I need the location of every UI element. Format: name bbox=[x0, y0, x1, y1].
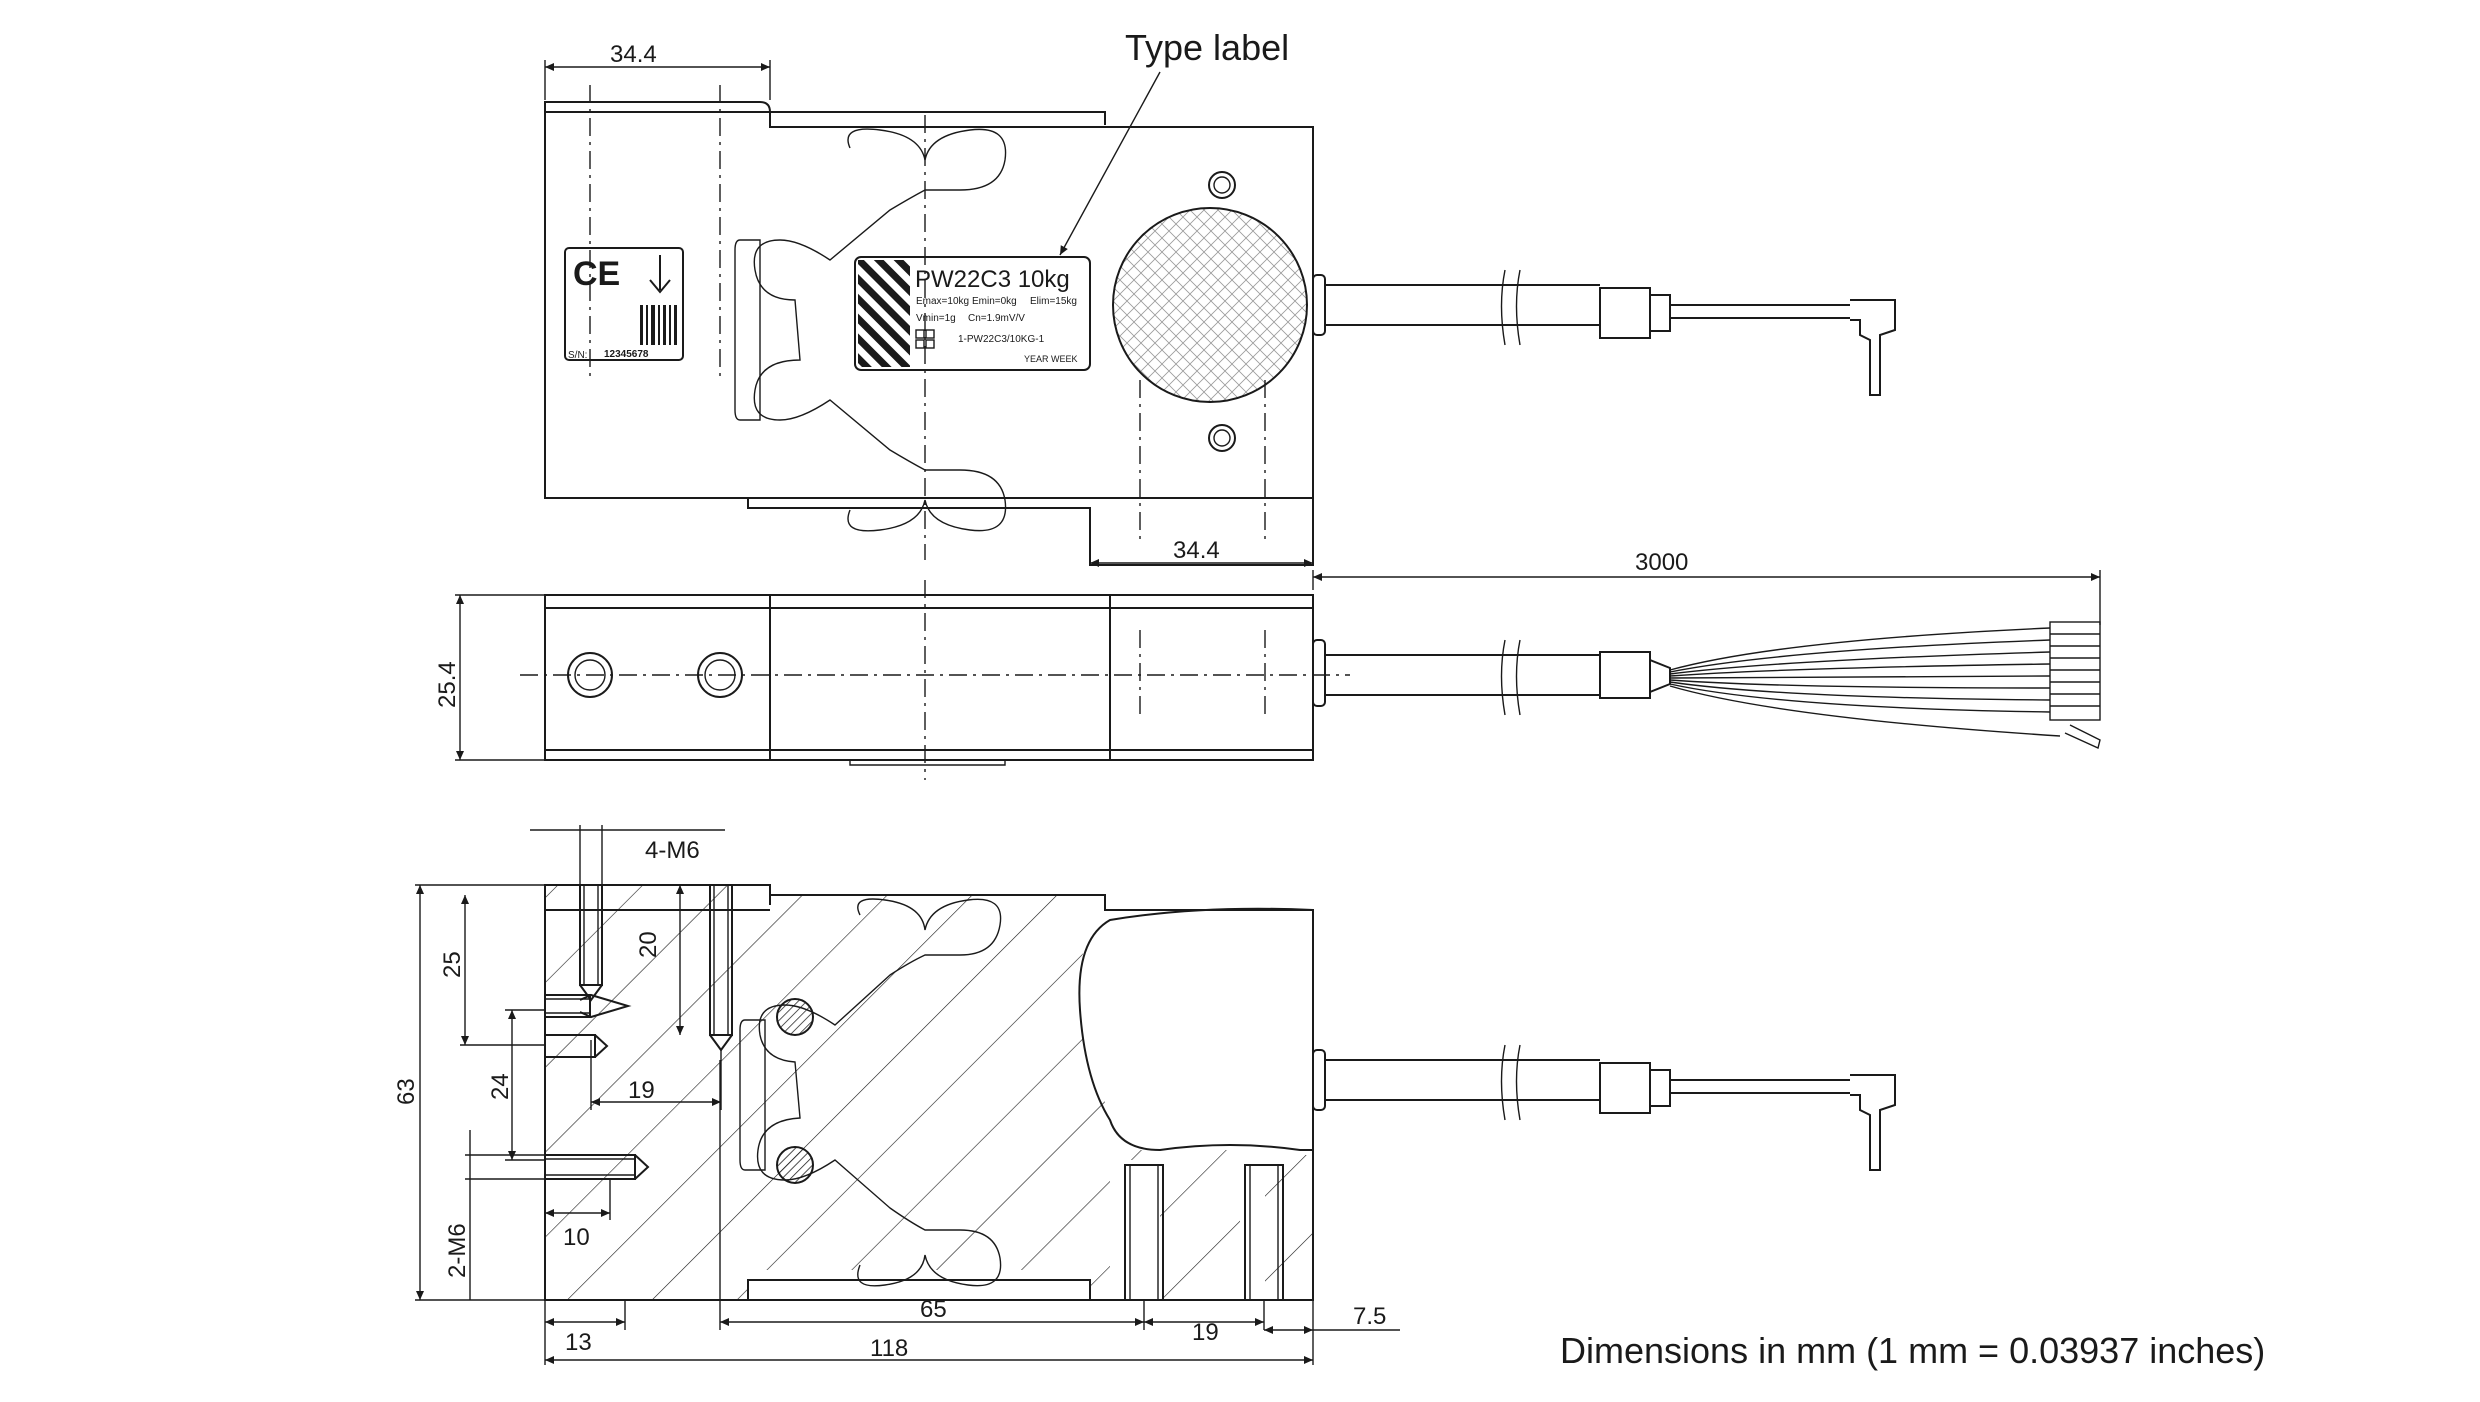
dim-bottom-13-value: 13 bbox=[565, 1329, 592, 1356]
side-view: 25.4 bbox=[434, 580, 2101, 780]
wire-fan bbox=[1669, 621, 2101, 749]
dim-cable-length: 3000 bbox=[1312, 549, 2101, 625]
dim-bottom-7-5-value: 7.5 bbox=[1353, 1303, 1386, 1330]
barcode-icon bbox=[640, 305, 677, 345]
dim-top-left-value: 34.4 bbox=[610, 41, 657, 68]
section-view: 4-M6 25 20 63 24 bbox=[393, 825, 1896, 1365]
sn-label: S/N: bbox=[568, 350, 587, 361]
dim-hole-spacing-value: 24 bbox=[487, 1073, 514, 1100]
label-year-week: YEAR WEEK bbox=[1024, 354, 1078, 364]
flexure-cutout-top bbox=[753, 128, 1007, 532]
bolt-hole-icon bbox=[567, 652, 613, 698]
down-arrow-icon bbox=[649, 255, 671, 294]
dim-depth-25: 25 bbox=[439, 895, 545, 1046]
dim-top-right-value: 34.4 bbox=[1173, 537, 1220, 564]
dim-overall-height-value: 63 bbox=[393, 1078, 420, 1105]
cable-side bbox=[1312, 621, 2101, 749]
dim-thread-top: 4-M6 bbox=[530, 825, 725, 885]
dim-overall-length-value: 118 bbox=[870, 1335, 908, 1362]
dim-overall-height: 63 bbox=[393, 884, 545, 1301]
dim-offset-19-left: 19 bbox=[590, 1040, 722, 1110]
type-label-plate: PW22C3 10kg Emax=10kg Emin=0kg Elim=15kg… bbox=[854, 256, 1091, 371]
dim-thread-side: 2-M6 bbox=[444, 1130, 545, 1300]
serial-plate: CE S/N: 12345678 bbox=[564, 247, 684, 361]
label-vmin: Vmin=1g bbox=[916, 313, 956, 324]
dim-top-left: 34.4 bbox=[544, 41, 771, 100]
bolt-hole-icon bbox=[704, 659, 736, 691]
dim-depth-20-value: 20 bbox=[635, 931, 662, 958]
dim-thread-top-value: 4-M6 bbox=[645, 837, 700, 864]
dim-cable-length-value: 3000 bbox=[1635, 549, 1688, 576]
dim-depth-20: 20 bbox=[635, 885, 684, 1035]
mounting-hole-icon bbox=[1208, 424, 1236, 452]
strain-gauge-icon bbox=[776, 998, 814, 1036]
label-code: 1-PW22C3/10KG-1 bbox=[958, 334, 1045, 345]
bolt-hole-icon bbox=[574, 659, 606, 691]
label-emin: Emin=0kg bbox=[972, 296, 1017, 307]
label-model: PW22C3 10kg bbox=[915, 266, 1070, 293]
sn-value: 12345678 bbox=[604, 349, 649, 360]
sensor-mesh-circle bbox=[1112, 207, 1308, 403]
dim-offset-19-left-value: 19 bbox=[628, 1077, 655, 1104]
label-emax: Emax=10kg bbox=[916, 296, 969, 307]
cable-section bbox=[1312, 1044, 1896, 1171]
dim-top-right: 34.4 bbox=[1090, 537, 1313, 567]
dim-bottom-7-5: 7.5 bbox=[1264, 1300, 1400, 1365]
mounting-hole-icon bbox=[1213, 176, 1231, 194]
ce-mark: CE bbox=[573, 255, 620, 293]
label-cn: Cn=1.9mV/V bbox=[968, 313, 1025, 324]
units-note: Dimensions in mm (1 mm = 0.03937 inches) bbox=[1560, 1330, 2266, 1371]
dim-bottom-13: 13 bbox=[544, 1300, 626, 1365]
label-elim: Elim=15kg bbox=[1030, 296, 1077, 307]
mounting-hole-icon bbox=[1208, 171, 1236, 199]
dim-bottom-19-value: 19 bbox=[1192, 1319, 1219, 1346]
strain-gauge-icon bbox=[776, 1146, 814, 1184]
dim-depth-25-value: 25 bbox=[439, 951, 466, 978]
cable-top bbox=[1312, 269, 1896, 396]
dim-bottom-65-value: 65 bbox=[920, 1296, 947, 1323]
dim-offset-10-value: 10 bbox=[563, 1224, 590, 1251]
top-view: PW22C3 10kg Emax=10kg Emin=0kg Elim=15kg… bbox=[544, 27, 2101, 625]
dim-hole-spacing: 24 bbox=[487, 1009, 545, 1161]
dim-thread-side-value: 2-M6 bbox=[444, 1223, 471, 1278]
dim-overall-length: 118 bbox=[545, 1335, 1313, 1364]
dim-side-height-value: 25.4 bbox=[434, 661, 461, 708]
dim-side-height: 25.4 bbox=[434, 594, 545, 761]
dim-bottom-65: 65 bbox=[719, 1060, 1145, 1330]
bolt-hole-icon bbox=[697, 652, 743, 698]
mounting-hole-icon bbox=[1213, 429, 1231, 447]
dim-offset-10: 10 bbox=[545, 1180, 611, 1251]
dim-bottom-19: 19 bbox=[1144, 1300, 1265, 1346]
type-label-callout: Type label bbox=[1125, 27, 1289, 68]
